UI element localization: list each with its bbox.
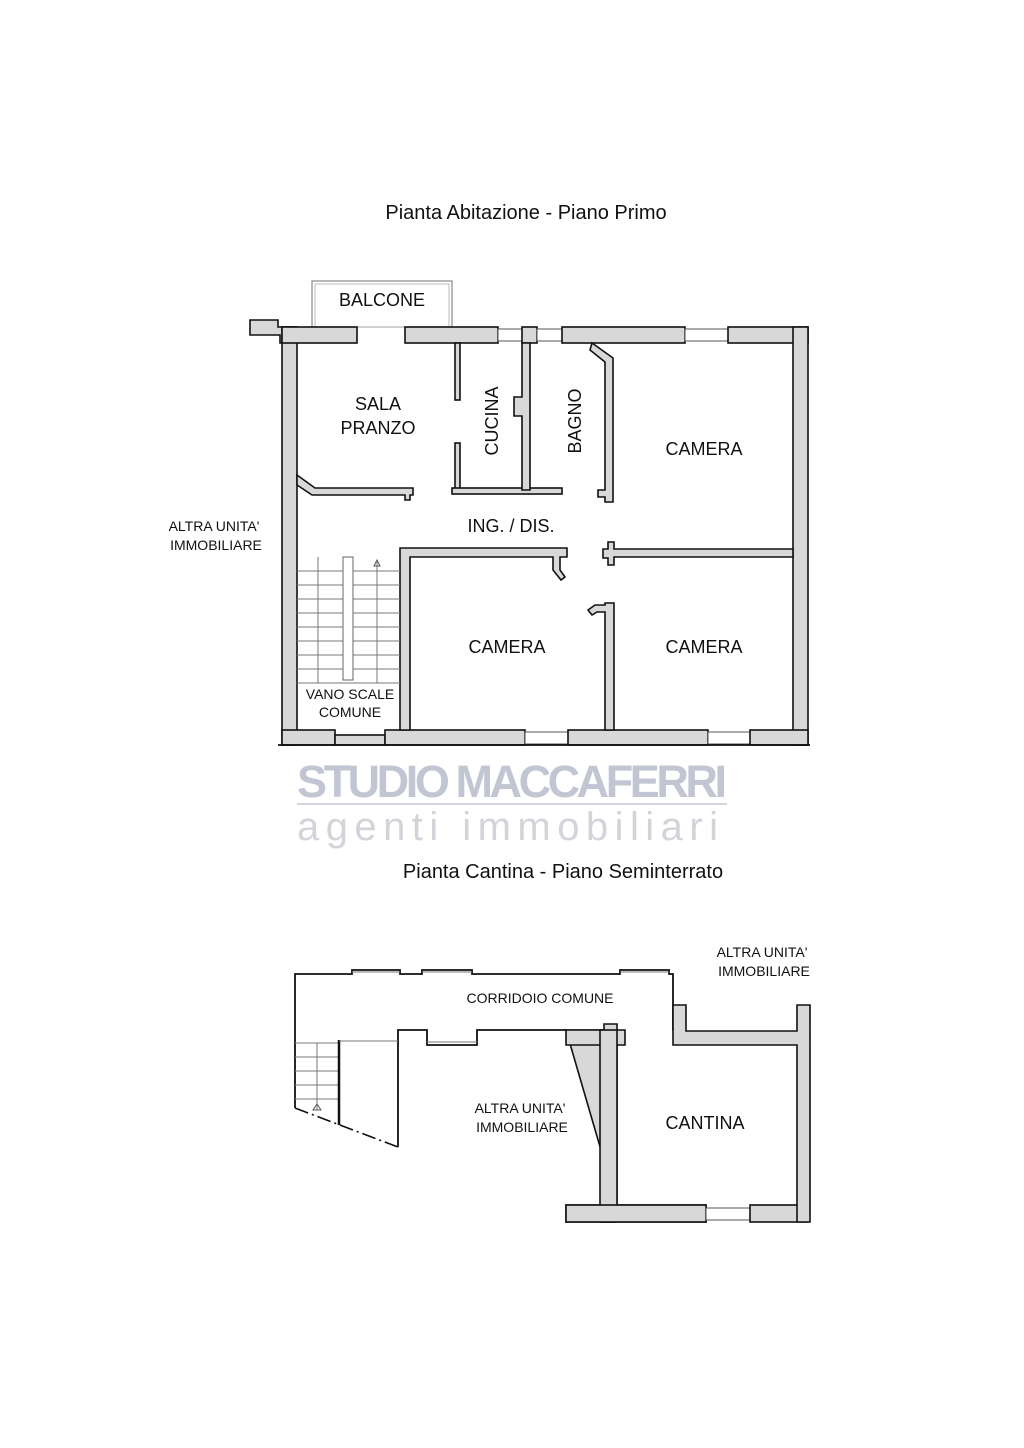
label-cucina: CUCINA	[482, 386, 502, 455]
floor1-title: Pianta Abitazione - Piano Primo	[385, 202, 666, 224]
staircase	[297, 556, 400, 684]
label-cantina: CANTINA	[665, 1113, 744, 1133]
label-altra-unita-top-1: ALTRA UNITA'	[717, 944, 808, 960]
label-sala: SALA	[355, 394, 401, 414]
watermark-logo: STUDIO MACCAFERRI agenti immobiliari	[297, 756, 727, 849]
label-altra-unita-2: IMMOBILIARE	[170, 537, 262, 553]
label-altra-unita-top-2: IMMOBILIARE	[718, 963, 810, 979]
watermark-name: STUDIO MACCAFERRI	[297, 756, 727, 807]
staircase-basement	[295, 1040, 398, 1125]
label-altra-unita-mid-2: IMMOBILIARE	[476, 1119, 568, 1135]
label-ingresso: ING. / DIS.	[467, 516, 554, 536]
watermark-tagline: agenti immobiliari	[297, 805, 727, 849]
floor2-plan: CORRIDOIO COMUNE ALTRA UNITA' IMMOBILIAR…	[294, 944, 811, 1223]
label-balcone: BALCONE	[339, 290, 425, 310]
label-bagno: BAGNO	[565, 388, 585, 453]
floor1-plan: BALCONE SALA PRANZO CUCINA BAGNO CAMERA …	[169, 280, 810, 746]
label-altra-unita-mid-1: ALTRA UNITA'	[475, 1100, 566, 1116]
label-camera-bottom-right: CAMERA	[665, 637, 742, 657]
label-camera-bottom-left: CAMERA	[468, 637, 545, 657]
label-camera-top-right: CAMERA	[665, 439, 742, 459]
label-corridoio: CORRIDOIO COMUNE	[467, 990, 614, 1006]
label-vano-scale: VANO SCALE	[306, 686, 394, 702]
floor2-title: Pianta Cantina - Piano Seminterrato	[403, 861, 723, 883]
label-altra-unita-1: ALTRA UNITA'	[169, 518, 260, 534]
label-pranzo: PRANZO	[340, 418, 415, 438]
label-comune: COMUNE	[319, 704, 381, 720]
